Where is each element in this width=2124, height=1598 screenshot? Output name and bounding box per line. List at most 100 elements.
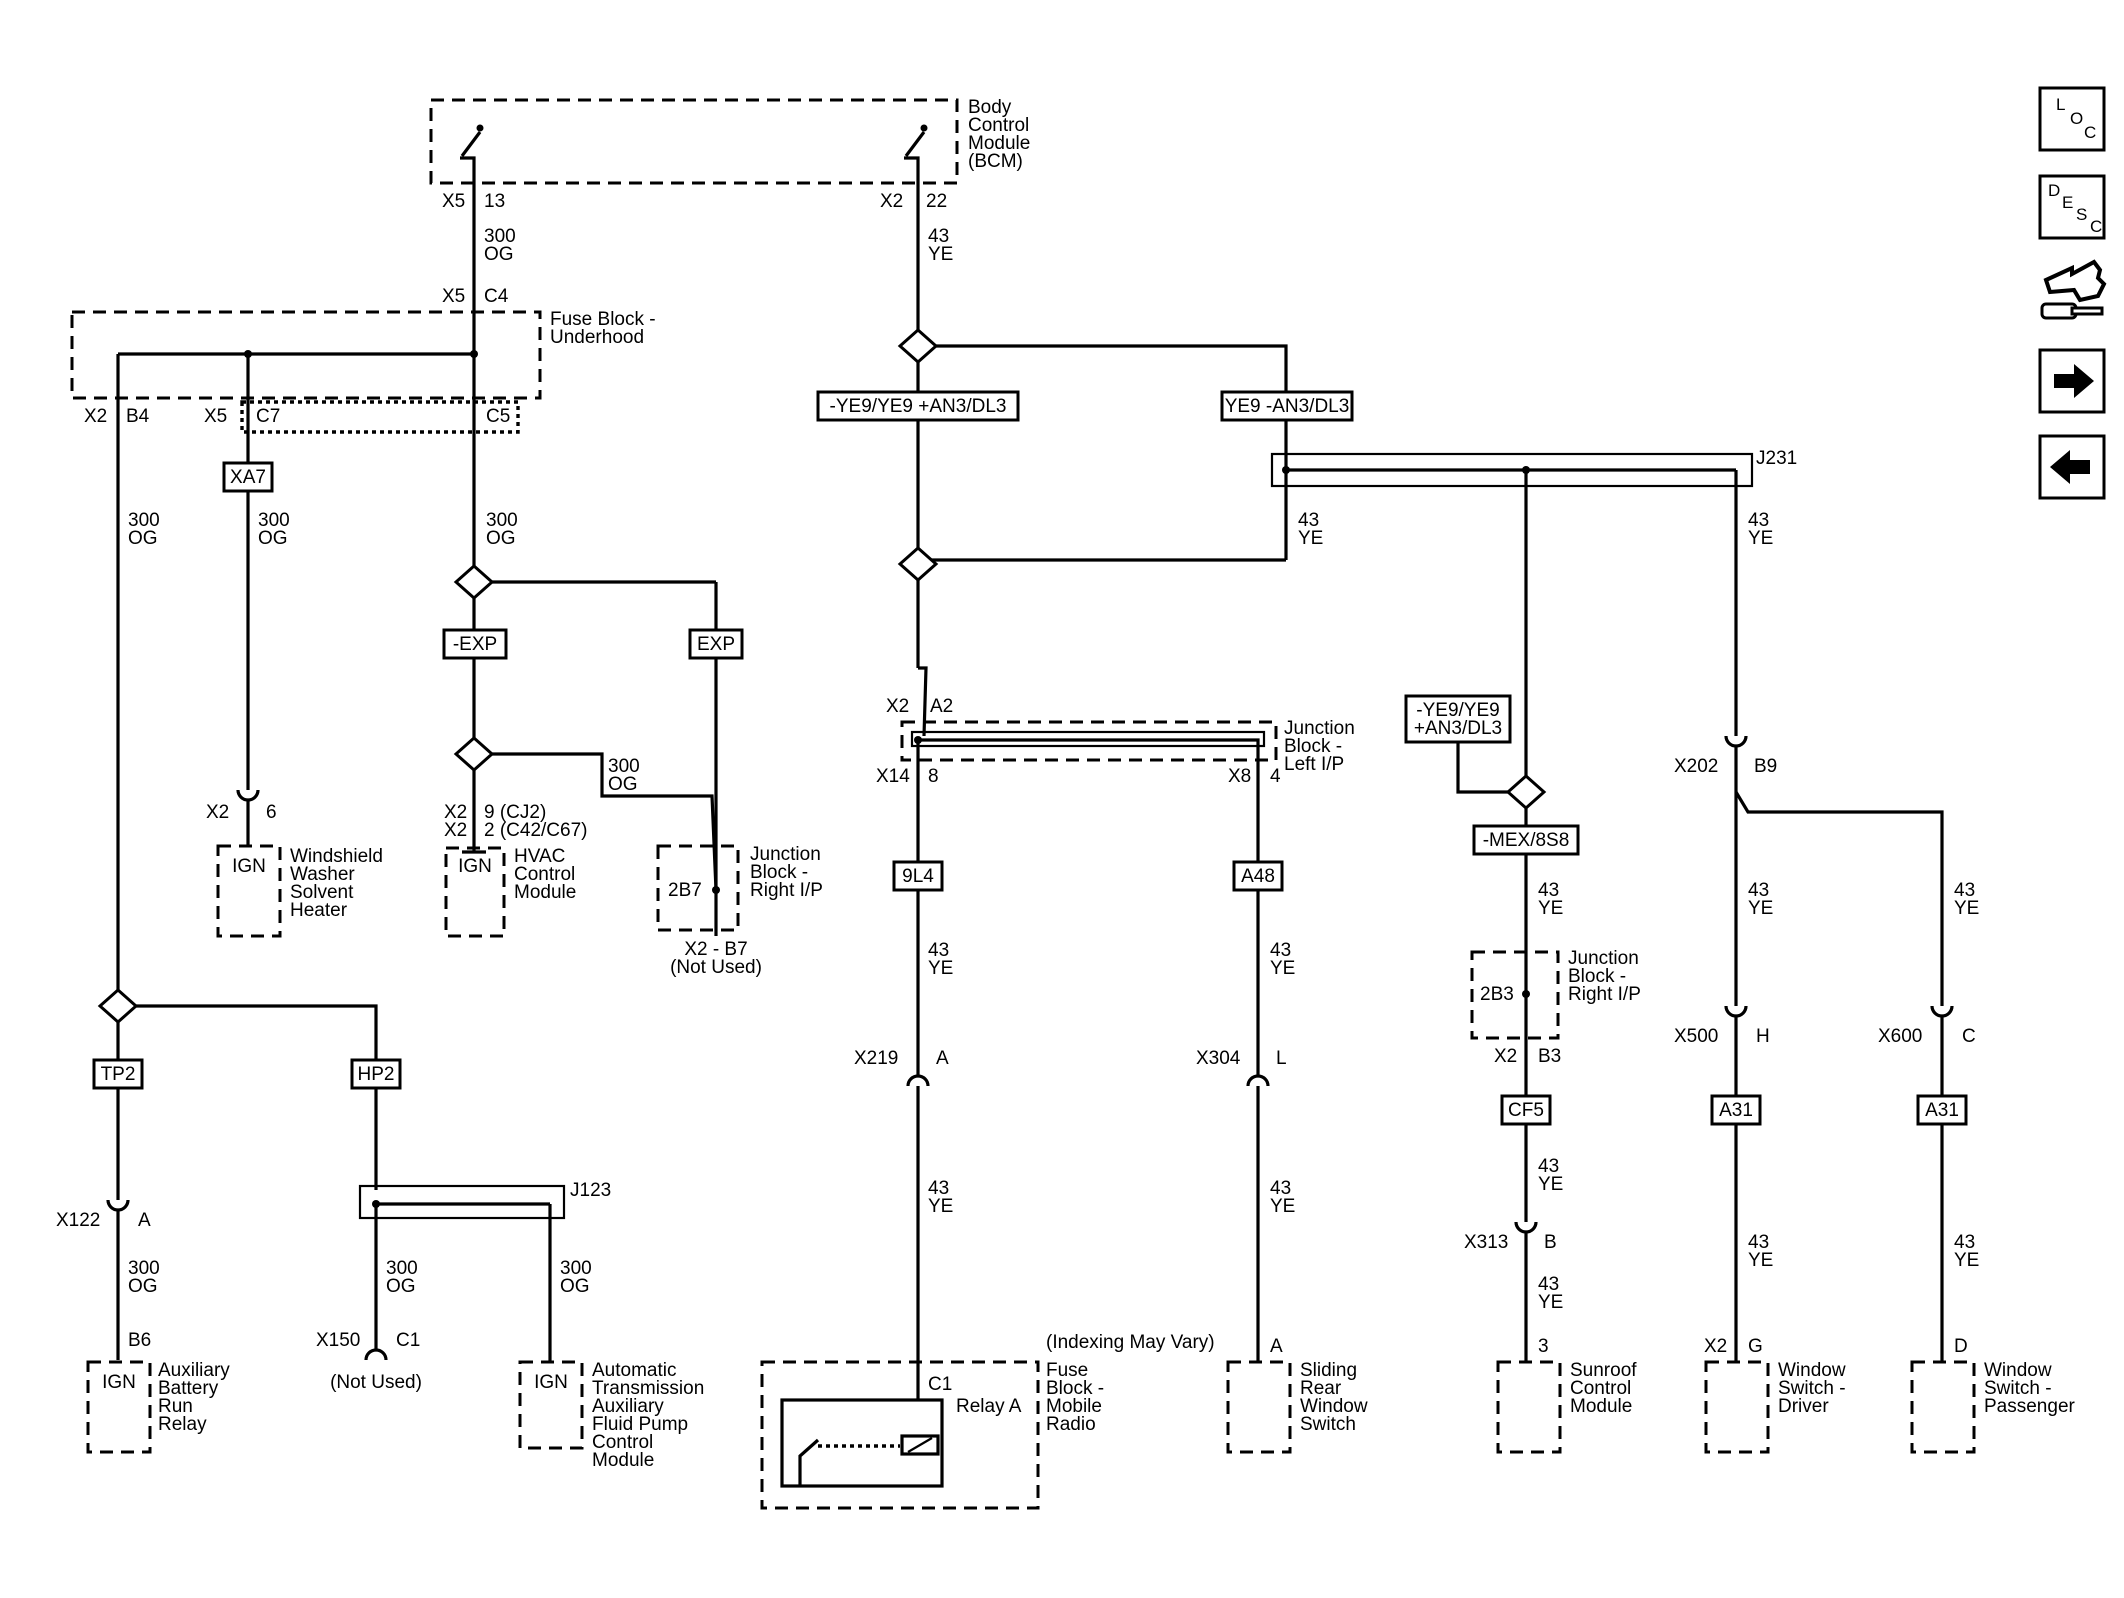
svg-text:2B7: 2B7 [668, 880, 702, 901]
svg-text:2B3: 2B3 [1480, 984, 1514, 1005]
arrow-right-icon [2054, 364, 2094, 398]
option-cf5: CF5 [1500, 1094, 1552, 1126]
conn-c5: C5 [486, 406, 510, 427]
indexing-note: (Indexing May Vary) [1046, 1332, 1215, 1353]
option-exp: EXP [688, 628, 744, 660]
svg-text:IGN: IGN [534, 1372, 568, 1393]
svg-text:C: C [2084, 123, 2096, 142]
svg-text:-EXP: -EXP [453, 634, 497, 655]
forward-button[interactable] [2038, 348, 2106, 414]
bcm-switch-left [460, 124, 484, 180]
svg-text:IGN: IGN [232, 856, 266, 877]
arrow-left-icon [2050, 450, 2090, 484]
option-a31-driver: A31 [1710, 1094, 1762, 1126]
svg-text:-MEX/8S8: -MEX/8S8 [1483, 830, 1570, 851]
option-diamond-tp2-hp2 [97, 987, 139, 1025]
svg-text:HP2: HP2 [358, 1064, 395, 1085]
svg-text:A31: A31 [1925, 1100, 1959, 1121]
loc-button[interactable]: L O C [2038, 86, 2106, 152]
option-a48: A48 [1232, 860, 1284, 892]
svg-text:E: E [2062, 193, 2073, 212]
svg-text:Relay A: Relay A [956, 1396, 1022, 1417]
option-ye9-left: -YE9/YE9 +AN3/DL3 [816, 390, 1020, 422]
option-minus-exp: -EXP [442, 628, 508, 660]
splice-j231: J231 [1270, 448, 1797, 488]
option-diamond-ye9-mid [897, 545, 939, 583]
option-ye9-right: YE9 -AN3/DL3 [1220, 390, 1354, 422]
svg-text:A48: A48 [1241, 866, 1275, 887]
svg-text:C: C [2090, 217, 2102, 236]
svg-text:IGN: IGN [102, 1372, 136, 1393]
svg-text:CF5: CF5 [1508, 1100, 1544, 1121]
option-mex: -MEX/8S8 [1472, 824, 1580, 856]
conn-pin-3: 3 [1538, 1336, 1549, 1357]
svg-text:C1: C1 [928, 1374, 952, 1395]
svg-text:S: S [2076, 205, 2087, 224]
conn-a-sliding: A [1270, 1336, 1283, 1357]
option-hp2: HP2 [350, 1058, 402, 1090]
svg-text:L: L [2056, 95, 2065, 114]
fuse-block-underhood: Fuse Block -Underhood [70, 309, 656, 434]
option-tp2: TP2 [92, 1058, 144, 1090]
harness-connector-button[interactable] [2040, 259, 2107, 320]
back-button[interactable] [2038, 434, 2106, 500]
option-9l4: 9L4 [892, 860, 944, 892]
desc-button[interactable]: D E S C [2038, 174, 2106, 240]
bcm-switch-right [904, 124, 928, 180]
svg-text:A31: A31 [1719, 1100, 1753, 1121]
svg-text:-YE9/YE9 +AN3/DL3: -YE9/YE9 +AN3/DL3 [830, 396, 1007, 417]
svg-text:D: D [2048, 181, 2060, 200]
fuse-block-underhood-label: Fuse Block -Underhood [550, 309, 656, 348]
